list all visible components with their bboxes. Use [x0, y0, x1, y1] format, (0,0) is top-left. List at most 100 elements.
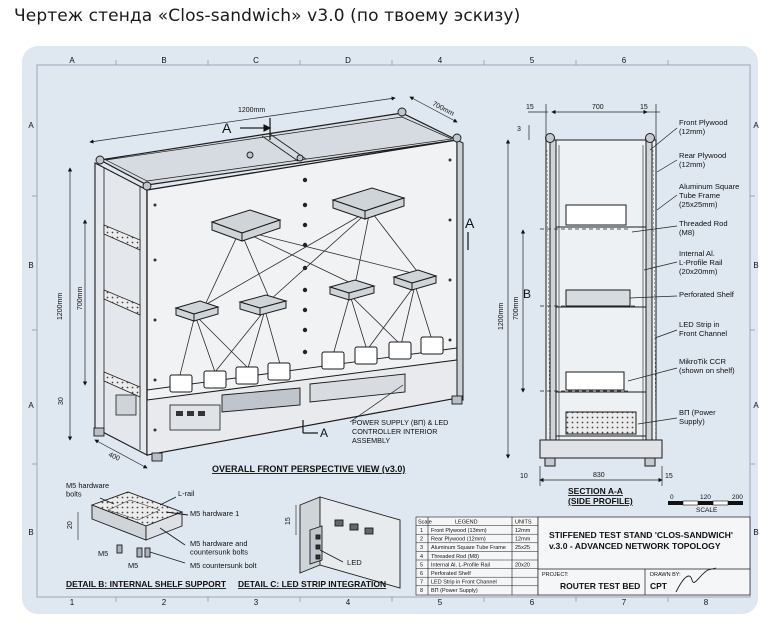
- side-dimensions: [505, 104, 678, 486]
- leaf-router: [392, 269, 438, 291]
- zone-bottom: 8: [704, 598, 709, 607]
- leaf-router: [238, 294, 288, 316]
- zone-left: B: [28, 261, 33, 270]
- side-callout: Front Plywood(12mm): [679, 118, 728, 136]
- perforated-shelf: [103, 224, 141, 251]
- feet: [93, 395, 463, 462]
- scale-labels: 0 120 200 SCALE: [670, 494, 743, 514]
- title-block-title: STIFFENED TEST STAND 'CLOS-SANDWICH'v.3.…: [549, 530, 733, 551]
- side-callouts: Front Plywood(12mm)Rear Plywood(12mm)Alu…: [679, 118, 739, 426]
- front-perspective-view: [93, 107, 464, 462]
- scale-bar: [668, 500, 743, 506]
- end-devices: [169, 336, 444, 393]
- led-controller: [309, 373, 406, 403]
- zone-top: D: [345, 56, 351, 65]
- legend-header: UNITS: [515, 520, 532, 526]
- dim-700v: 700mm: [513, 296, 520, 320]
- zone-top: 6: [622, 56, 627, 65]
- side-callout: MikroTik CCR(shown on shelf): [679, 357, 735, 375]
- detail-b-callout: M5: [98, 549, 108, 558]
- zone-bottom: 2: [162, 598, 167, 607]
- side-section-view: [539, 133, 663, 467]
- psu-box: [115, 394, 137, 416]
- zone-labels: A B C D 4 5 6 1 2 3 4 5 6 7 8 A B A B A …: [28, 56, 759, 607]
- detail-b-caption: DETAIL B: INTERNAL SHELF SUPPORT: [66, 579, 227, 589]
- corner-caps: [95, 107, 462, 191]
- legend-row-index: 7: [420, 580, 423, 586]
- dim-15: 15: [526, 104, 534, 111]
- dim-30: 30: [58, 397, 65, 405]
- side-dim-labels: 15 15 700 3 1200mm 700mm 10 830 15: [498, 104, 673, 480]
- zone-top: 5: [530, 56, 535, 65]
- dim-700: 700: [592, 104, 604, 111]
- legend-row-name: Internal Al. L-Profile Rail: [431, 562, 490, 568]
- sheet-border: [36, 64, 751, 598]
- dim-width: 1200mm: [238, 107, 265, 114]
- legend-row-index: 1: [420, 528, 423, 534]
- dim-15: 15: [285, 517, 292, 525]
- zone-right: B: [753, 528, 758, 537]
- zone-bottom: 6: [530, 598, 535, 607]
- detail-b-callout: M5: [128, 561, 138, 570]
- legend-row-unit: 12mm: [515, 537, 531, 543]
- dim-inner-height: 700mm: [77, 286, 84, 310]
- topology-links: [179, 209, 433, 376]
- legend-row-unit: 12mm: [515, 528, 531, 534]
- front-view-caption: OVERALL FRONT PERSPECTIVE VIEW (v3.0): [212, 464, 405, 474]
- legend-row-index: 5: [420, 562, 423, 568]
- legend-row-index: 8: [420, 588, 423, 594]
- zone-left: A: [28, 121, 34, 130]
- detail-b-callout: M5 countersunk bolt: [190, 561, 257, 570]
- drawn-by-label: DRAWN BY:: [650, 572, 681, 578]
- zone-bottom: 5: [438, 598, 443, 607]
- scale-tick: 200: [732, 494, 743, 501]
- psu-side: [565, 411, 637, 435]
- scale-tick: 120: [700, 494, 711, 501]
- dim-15: 15: [640, 104, 648, 111]
- section-marker-a: A: [222, 120, 232, 136]
- zone-ticks: [32, 60, 755, 602]
- leaf-router: [328, 279, 376, 301]
- zone-right: B: [753, 261, 758, 270]
- detail-b-callout: L-rail: [178, 489, 195, 498]
- zone-bottom: 4: [346, 598, 351, 607]
- side-view-caption-text: SECTION A-A(SIDE PROFILE): [568, 486, 633, 506]
- side-callout: Internal Al.L-Profile Rail(20x20mm): [679, 249, 723, 276]
- legend-header: Scale: [418, 520, 432, 526]
- title-block: [537, 516, 751, 596]
- legend-row-name: Threaded Rod (M8): [431, 554, 479, 560]
- project-label: PROJECT:: [542, 572, 569, 578]
- zone-right: A: [753, 401, 759, 410]
- detail-c-led-strip: [295, 496, 401, 589]
- legend-row-unit: 20x20: [515, 562, 530, 568]
- detail-b-shelf-support: [77, 491, 189, 564]
- side-callout: Perforated Shelf: [679, 290, 735, 299]
- leaf-router: [174, 300, 220, 322]
- legend-row-index: 2: [420, 537, 423, 543]
- zone-top: A: [69, 56, 75, 65]
- dim-20: 20: [67, 521, 74, 529]
- zone-left: A: [28, 401, 34, 410]
- zone-bottom: 7: [622, 598, 627, 607]
- dim-3: 3: [517, 126, 521, 133]
- legend-row-index: 6: [420, 571, 423, 577]
- side-base: [539, 439, 663, 459]
- zone-bottom: 1: [70, 598, 75, 607]
- side-callout: Threaded Rod(M8): [679, 219, 728, 237]
- front-dimensions: [67, 96, 469, 469]
- section-marker-a: A: [320, 426, 328, 440]
- dim-10: 10: [520, 473, 528, 480]
- drawn-by-value: CPT: [650, 581, 668, 591]
- legend-row-name: ВП (Power Supply): [431, 588, 478, 594]
- dim-400: 400: [107, 451, 121, 462]
- dim-1200: 1200mm: [498, 303, 505, 330]
